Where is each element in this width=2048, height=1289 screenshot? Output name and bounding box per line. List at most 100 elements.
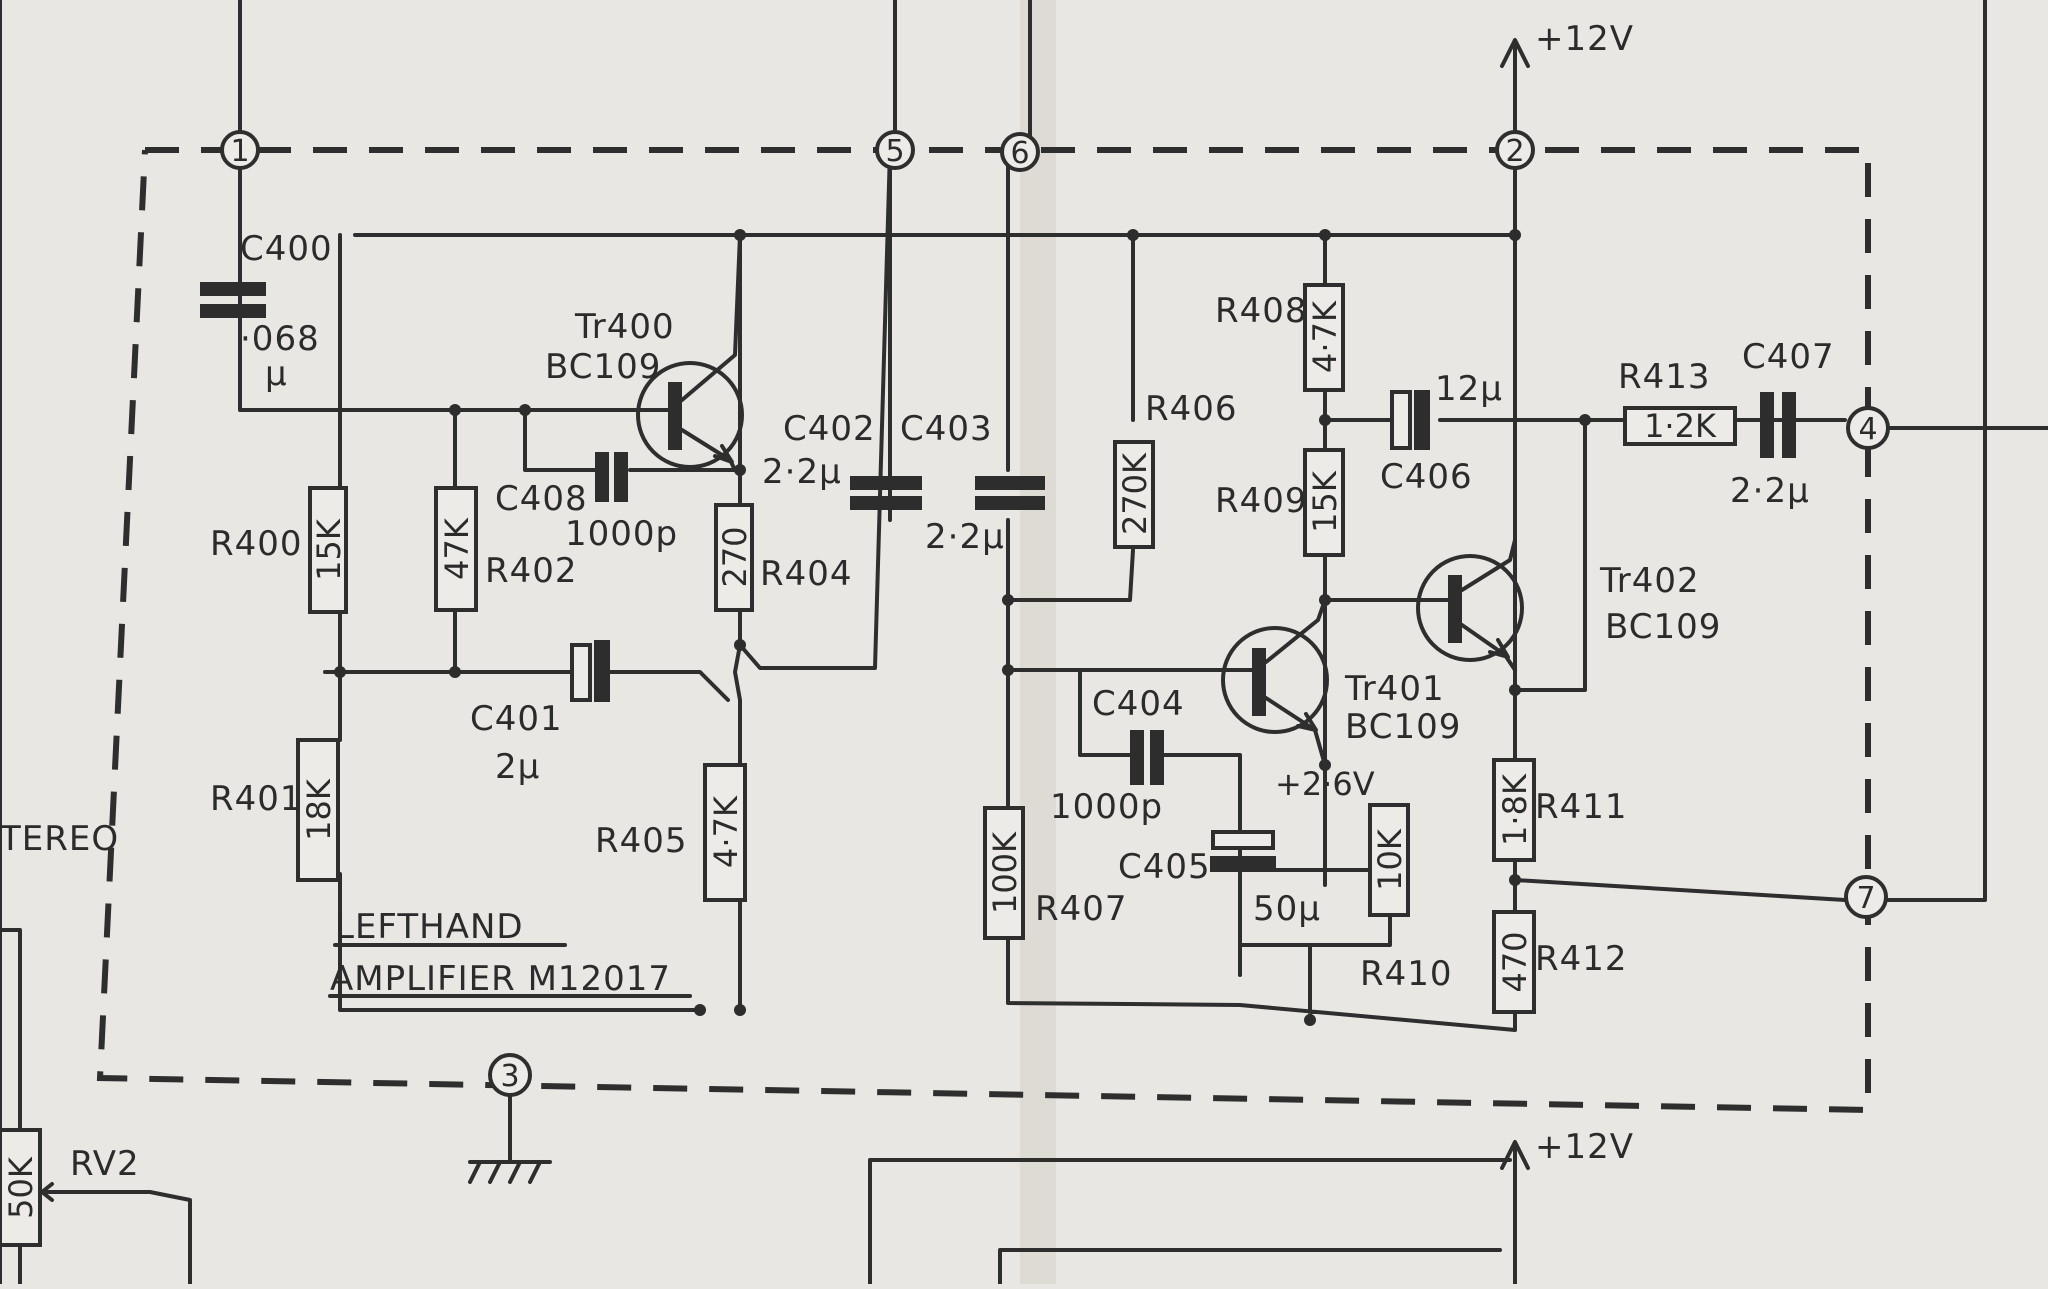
supply-arrow-bottom	[1500, 1140, 1530, 1286]
svg-text:270: 270	[716, 526, 754, 587]
resistor-r409: 15K R409	[1215, 448, 1345, 557]
amplifier-title: LEFTHAND AMPLIFIER M12017	[328, 907, 692, 999]
tr401-ref: Tr401	[1344, 669, 1445, 709]
svg-text:4·7K: 4·7K	[1306, 300, 1344, 373]
svg-text:2·2µ: 2·2µ	[1730, 471, 1810, 511]
svg-text:15K: 15K	[310, 518, 348, 581]
resistor-r402: 47K R402	[434, 486, 578, 612]
svg-text:RV2: RV2	[70, 1144, 140, 1184]
resistor-r413: 1·2K R413	[1618, 357, 1737, 446]
capacitor-c407: C407 2·2µ	[1730, 337, 1835, 511]
terminal-3: 3	[488, 1053, 532, 1097]
svg-text:470: 470	[1496, 931, 1534, 992]
supply-label-bottom: +12V	[1535, 1127, 1634, 1167]
resistor-r405: 4·7K R405	[595, 763, 747, 902]
svg-text:15K: 15K	[1306, 470, 1344, 533]
potentiometer-rv2: 50K RV2	[0, 1128, 140, 1247]
svg-text:C403: C403	[900, 409, 993, 449]
resistor-r411: 1·8K R411	[1492, 758, 1628, 862]
terminal-6: 6	[1000, 132, 1040, 172]
svg-text:270K: 270K	[1116, 452, 1154, 535]
svg-text:2µ: 2µ	[495, 747, 540, 787]
svg-text:12µ: 12µ	[1435, 369, 1503, 409]
terminal-2: 2	[1495, 130, 1535, 170]
resistor-r406: 270K R406	[1113, 389, 1238, 549]
external-wires-bottom	[0, 928, 1512, 1286]
svg-text:R408: R408	[1215, 291, 1308, 331]
svg-text:R412: R412	[1535, 939, 1628, 979]
svg-text:R409: R409	[1215, 481, 1308, 521]
svg-text:C404: C404	[1092, 684, 1185, 724]
tr402-type: BC109	[1605, 607, 1721, 647]
svg-text:R400: R400	[210, 524, 303, 564]
svg-text:50µ: 50µ	[1253, 889, 1321, 929]
svg-text:C406: C406	[1380, 457, 1473, 497]
module-boundary	[96, 147, 1871, 1114]
svg-text:2·2µ: 2·2µ	[762, 452, 842, 492]
svg-text:4: 4	[1858, 412, 1877, 447]
svg-text:10K: 10K	[1371, 828, 1409, 891]
stereo-fragment: TEREO	[0, 819, 119, 859]
svg-text:2·2µ: 2·2µ	[925, 517, 1005, 557]
svg-text:µ: µ	[265, 354, 288, 394]
svg-text:100K: 100K	[986, 831, 1024, 914]
svg-text:R402: R402	[485, 551, 578, 591]
svg-text:50K: 50K	[2, 1156, 40, 1219]
resistor-r408: 4·7K R408	[1215, 283, 1345, 392]
resistor-r400: 15K R400	[210, 486, 348, 614]
transistor-tr400: Tr400 BC109	[545, 233, 744, 472]
resistor-r412: 470 R412	[1492, 910, 1628, 1014]
tr400-type: BC109	[545, 347, 661, 387]
tr402-ref: Tr402	[1599, 561, 1700, 601]
resistor-r401: 18K R401	[210, 738, 340, 882]
resistor-r410: 10K R410	[1360, 803, 1452, 994]
capacitor-c408: C408 1000p	[495, 452, 678, 554]
capacitor-c403: C403 2·2µ	[900, 409, 1045, 557]
tr400-ref: Tr400	[574, 307, 675, 347]
svg-text:1: 1	[230, 134, 249, 169]
svg-text:3: 3	[500, 1059, 519, 1094]
terminal-1: 1	[220, 130, 260, 170]
terminal-7: 7	[1844, 875, 1888, 919]
terminal-5: 5	[875, 130, 915, 170]
external-wires-top	[238, 0, 1032, 142]
svg-text:2: 2	[1505, 134, 1524, 169]
svg-text:C401: C401	[470, 699, 563, 739]
tr401-type: BC109	[1345, 707, 1461, 747]
svg-text:C405: C405	[1118, 847, 1211, 887]
svg-text:18K: 18K	[300, 778, 338, 841]
svg-text:1·2K: 1·2K	[1644, 407, 1717, 445]
svg-text:·068: ·068	[240, 319, 320, 359]
svg-text:5: 5	[885, 134, 904, 169]
ground-symbol	[468, 1093, 552, 1184]
terminal-4: 4	[1846, 406, 1890, 450]
transistor-tr401: Tr401 BC109	[1006, 598, 1461, 767]
capacitor-c405: C405 50µ	[1118, 830, 1321, 929]
capacitor-c400: C400 ·068 µ	[200, 229, 332, 394]
capacitor-c406: C406 12µ	[1380, 369, 1503, 497]
svg-text:C408: C408	[495, 479, 588, 519]
resistor-r404: 270 R404	[714, 503, 852, 612]
title-line-1: LEFTHAND	[335, 907, 524, 947]
capacitor-c402: C402 2·2µ	[762, 409, 922, 510]
node-voltage-label: +2·6V	[1275, 765, 1375, 803]
svg-text:47K: 47K	[438, 517, 476, 580]
svg-text:1000p: 1000p	[565, 514, 678, 554]
title-line-2: AMPLIFIER M12017	[330, 959, 671, 999]
capacitor-c404: C404 1000p	[1050, 684, 1185, 827]
svg-text:C407: C407	[1742, 337, 1835, 377]
svg-text:R413: R413	[1618, 357, 1711, 397]
capacitor-c401: C401 2µ	[470, 640, 610, 787]
transistor-tr402: Tr402 BC109	[1323, 538, 1721, 672]
page-fold	[1020, 0, 1056, 1284]
svg-text:R401: R401	[210, 779, 303, 819]
svg-text:7: 7	[1856, 881, 1875, 916]
svg-text:R407: R407	[1035, 889, 1128, 929]
svg-text:6: 6	[1010, 136, 1029, 171]
external-wire-right	[1886, 0, 1987, 902]
svg-text:R411: R411	[1535, 787, 1628, 827]
svg-text:R406: R406	[1145, 389, 1238, 429]
svg-text:1000p: 1000p	[1050, 787, 1163, 827]
